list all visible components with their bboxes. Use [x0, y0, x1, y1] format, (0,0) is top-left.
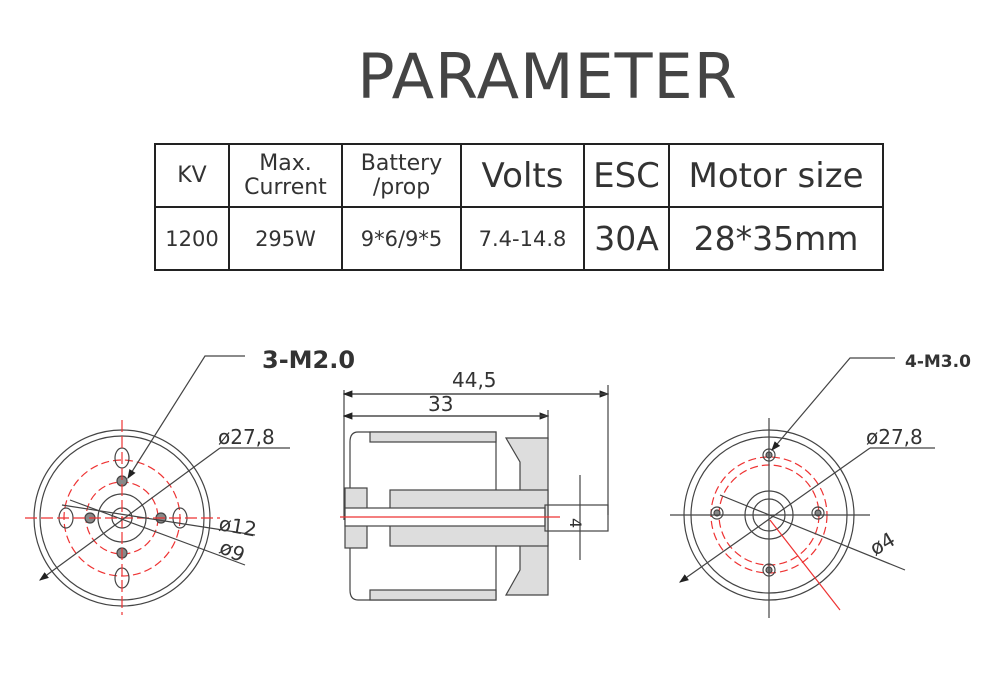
rear-holes-label: 4-M3.0: [905, 352, 971, 372]
page-title: PARAMETER: [357, 40, 738, 113]
front-d12-label: ø12: [217, 511, 258, 541]
header-volts: Volts: [460, 143, 585, 208]
header-line: Max.: [259, 150, 312, 176]
rear-d4-label: ø4: [866, 527, 900, 560]
total-length-label: 44,5: [452, 368, 497, 392]
cell-volts: 7.4-14.8: [460, 206, 585, 271]
front-view: [25, 355, 290, 615]
front-d9-label: ø9: [216, 535, 249, 567]
body-length-label: 33: [428, 392, 453, 416]
cell-esc: 30A: [583, 206, 670, 271]
header-kv: KV: [154, 143, 230, 208]
table-row: 1200 295W 9*6/9*5 7.4-14.8 30A 28*35mm: [154, 206, 884, 271]
header-line: Battery: [360, 150, 443, 176]
header-line: /prop: [372, 174, 431, 200]
header-max-current: Max.Current: [228, 143, 343, 208]
parameter-table: KV Max.Current Battery/prop Volts ESC Mo…: [154, 143, 884, 271]
header-line: Current: [244, 174, 327, 200]
rear-diameter-label: ø27,8: [866, 425, 923, 449]
cell-battery-prop: 9*6/9*5: [341, 206, 462, 271]
front-holes-label: 3-M2.0: [262, 346, 355, 374]
rear-view: [670, 357, 935, 618]
shaft-diameter-label: 4: [566, 518, 585, 528]
header-motor-size: Motor size: [668, 143, 884, 208]
header-battery-prop: Battery/prop: [341, 143, 462, 208]
table-header-row: KV Max.Current Battery/prop Volts ESC Mo…: [154, 143, 884, 208]
front-diameter-label: ø27,8: [218, 425, 275, 449]
side-view: [340, 385, 610, 601]
cell-motor-size: 28*35mm: [668, 206, 884, 271]
header-esc: ESC: [583, 143, 670, 208]
cell-kv: 1200: [154, 206, 230, 271]
cell-max-current: 295W: [228, 206, 343, 271]
